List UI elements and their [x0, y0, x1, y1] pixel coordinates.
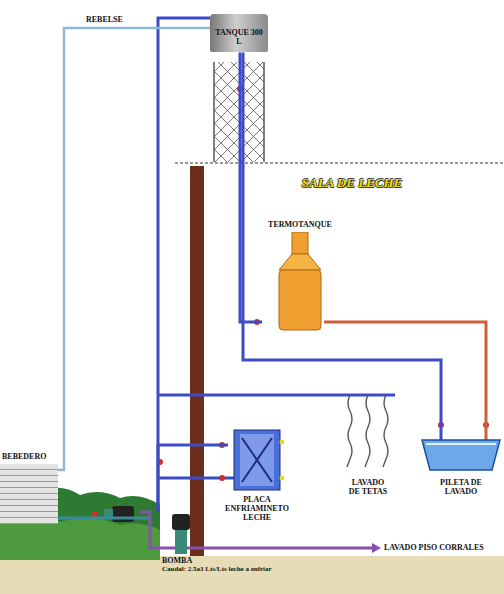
plate-label: PLACA ENFRIAMINETO LECHE — [220, 495, 294, 523]
pump-shape — [150, 512, 350, 556]
room-label: SALA DE LECHE — [282, 176, 422, 191]
pipe — [58, 28, 210, 470]
pipe — [58, 517, 150, 520]
ground — [0, 556, 504, 594]
floor-line — [175, 162, 504, 164]
cooling-plate: PLACA ENFRIAMINETO LECHE — [220, 428, 294, 523]
flow-note: Caudal: 2.5a3 Lts/Lts leche a enfriar — [150, 565, 350, 573]
pipe — [158, 445, 228, 512]
heater-body — [277, 232, 323, 332]
post — [190, 166, 204, 556]
plate-exchanger — [230, 428, 284, 492]
pump: BOMBACaudal: 2.5a3 Lts/Lts leche a enfri… — [150, 512, 350, 573]
drinking-trough: BEBEDERO — [0, 452, 58, 524]
basin-label: PILETA DE LAVADO — [435, 478, 487, 496]
water-tank: TANQUE 300 L — [210, 14, 268, 52]
wash-basin: PILETA DE LAVADO — [420, 432, 502, 496]
brick-wall — [0, 464, 58, 524]
pipe — [324, 322, 486, 440]
tank-label: TANQUE 300 L — [212, 28, 266, 46]
heater-label: TERMOTANQUE — [262, 220, 338, 229]
pump-label: BOMBA — [150, 556, 350, 565]
small-pump — [92, 506, 134, 522]
trough-label: BEBEDERO — [0, 452, 58, 461]
water-heater: TERMOTANQUE — [262, 220, 338, 332]
floor-wash-label: LAVADO PISO CORRALES — [384, 543, 502, 552]
basin — [420, 432, 502, 472]
pipe — [158, 18, 210, 512]
pipe — [243, 52, 441, 440]
teat-wash-label: LAVADO DE TETAS — [346, 478, 390, 496]
overflow-label: REBELSE — [84, 15, 125, 24]
valves — [157, 86, 489, 481]
hoses — [347, 395, 388, 467]
